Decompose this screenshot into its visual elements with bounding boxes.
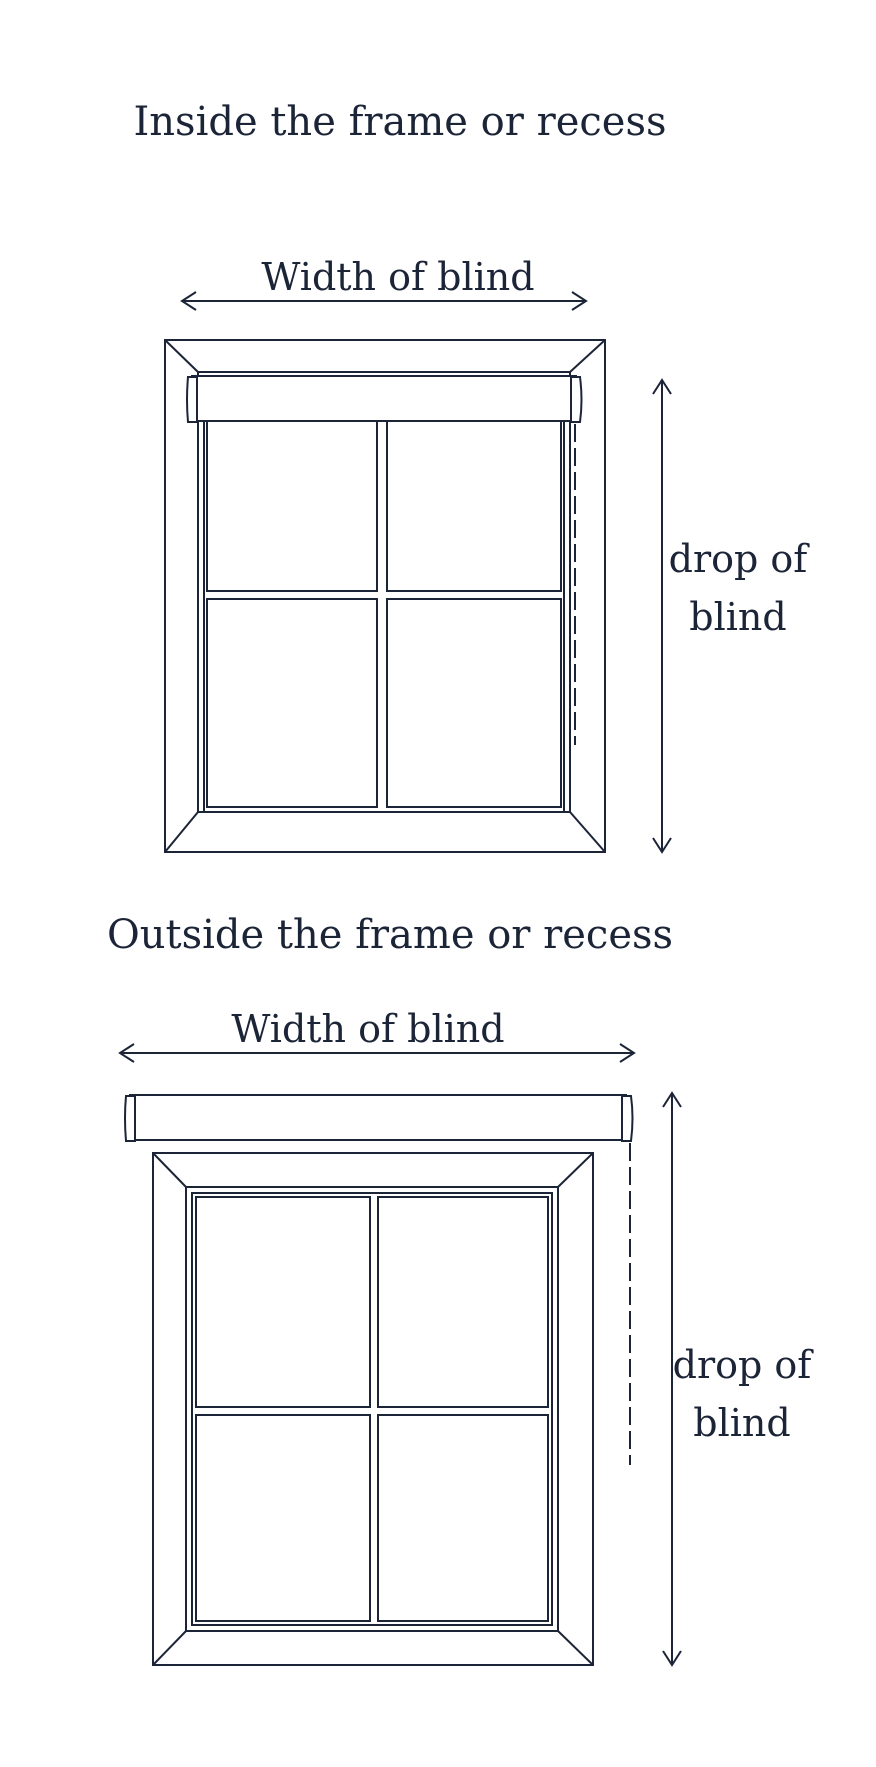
- outside-width-label: Width of blind: [231, 1007, 504, 1051]
- inside-drop-label-line1: drop of: [669, 537, 811, 581]
- outside-window-frame: [152, 1152, 594, 1666]
- outside-roller-blind: [124, 1094, 634, 1465]
- outside-drop-label-line2: blind: [693, 1401, 790, 1445]
- outside-window-panes: [191, 1192, 553, 1626]
- inside-width-arrow: [180, 291, 588, 311]
- inside-drop-arrow: [652, 378, 672, 854]
- outside-section: Outside the frame or recess Width of bli…: [107, 912, 815, 1667]
- outside-width-arrow: [118, 1043, 636, 1063]
- inside-drop-label-line2: blind: [689, 595, 786, 639]
- outside-drop-label-line1: drop of: [673, 1343, 815, 1387]
- inside-section: Inside the frame or recess Width of blin…: [133, 99, 811, 854]
- inside-window-panes: [203, 417, 565, 813]
- outside-drop-arrow: [662, 1091, 682, 1667]
- inside-roller-blind: [186, 375, 583, 745]
- outside-heading: Outside the frame or recess: [107, 912, 673, 958]
- inside-heading: Inside the frame or recess: [133, 99, 666, 145]
- inside-width-label: Width of blind: [261, 255, 534, 299]
